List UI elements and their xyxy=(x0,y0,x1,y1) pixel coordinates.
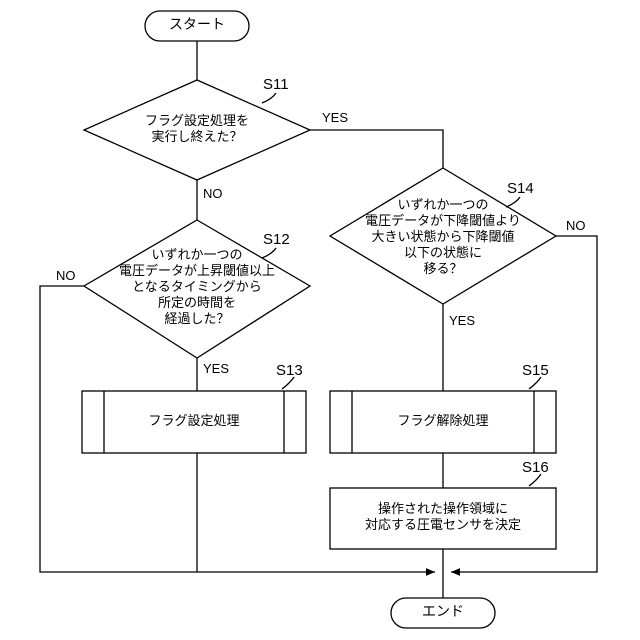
step-label-s11: S11 xyxy=(263,76,289,93)
decision-s14-text: いずれか一つの 電圧データが下降閾値より 大きい状態から下降閾値 以下の状態に … xyxy=(365,198,521,278)
branch-s11-yes: YES xyxy=(322,110,348,125)
step-label-s13: S13 xyxy=(276,362,303,379)
decision-s11-text: フラグ設定処理を 実行し終えた？ xyxy=(145,114,249,146)
connector-s11-yes xyxy=(310,130,443,168)
step-label-s16: S16 xyxy=(522,459,549,476)
step-label-s15: S15 xyxy=(522,362,549,379)
branch-s12-no: NO xyxy=(56,268,76,283)
branch-s14-no: NO xyxy=(566,218,586,233)
branch-s12-yes: YES xyxy=(203,361,229,376)
step-label-s12: S12 xyxy=(263,231,290,248)
step-label-s14: S14 xyxy=(507,180,534,197)
process-s13-text: フラグ設定処理 xyxy=(148,414,239,430)
leader-s11 xyxy=(262,93,276,103)
start-label: スタート xyxy=(169,17,225,33)
process-s15-text: フラグ解除処理 xyxy=(397,414,488,430)
decision-s12-text: いずれか一つの 電圧データが上昇閾値以上 となるタイミングから 所定の時間を 経… xyxy=(119,248,275,328)
branch-s11-no: NO xyxy=(203,186,223,201)
branch-s14-yes: YES xyxy=(449,313,475,328)
end-label: エンド xyxy=(422,604,464,620)
process-s16-text: 操作された操作領域に 対応する圧電センサを決定 xyxy=(365,502,521,534)
